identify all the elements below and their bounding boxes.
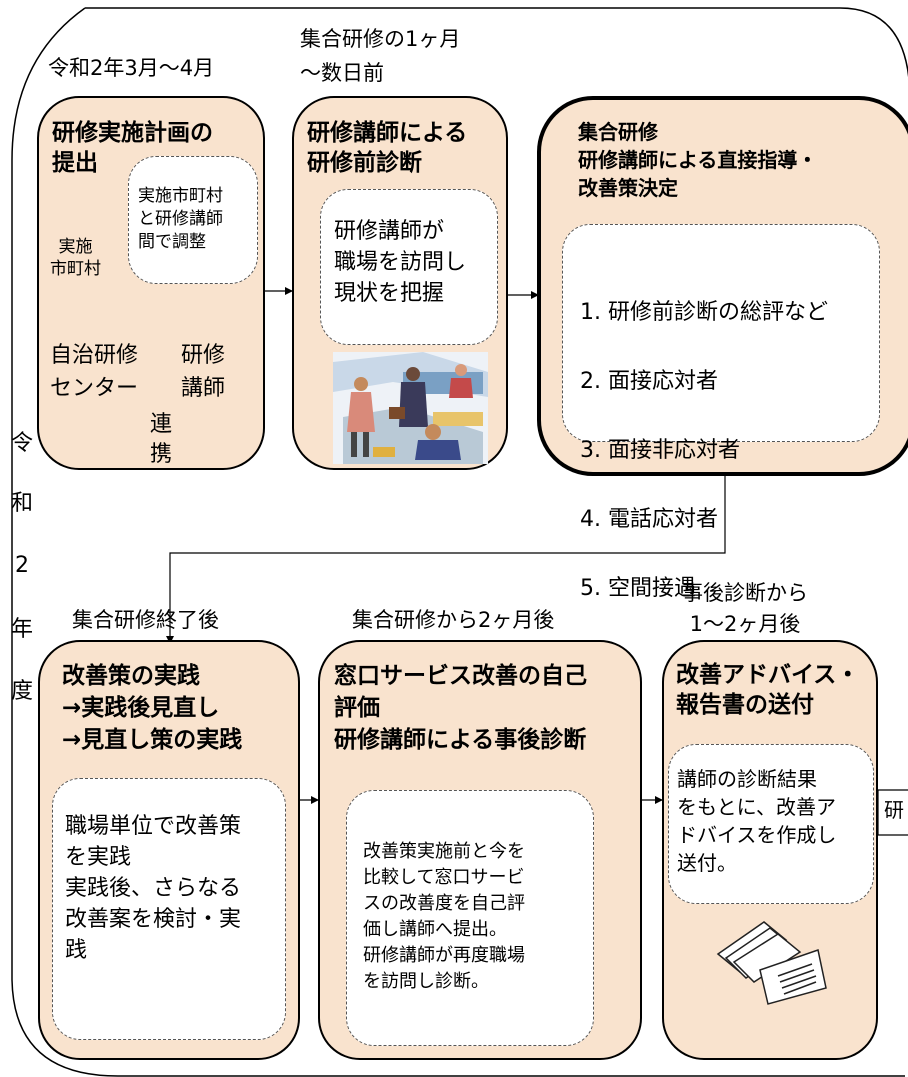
step-3-item-3: 3. 面接非応対者: [580, 438, 740, 463]
year-char-3: 2: [15, 553, 29, 578]
step-1-target-instructor: 研修 講師: [181, 343, 226, 401]
step-6-body: 講師の診断結果 をもとに、改善ア ドバイスを作成し 送付。: [668, 744, 874, 904]
step-5-body: 改善策実施前と今を 比較して窓口サービ スの改善度を自己評 価し講師へ提出。 研…: [346, 790, 594, 1046]
office-clipart-icon: [333, 352, 488, 464]
step-1-source: 実施 市町村: [50, 237, 101, 279]
edge-text: 研: [884, 798, 904, 822]
step-4-body: 職場単位で改善策 を実践 実践後、さらなる 改善案を検討・実 践: [52, 778, 286, 1040]
step-2-body: 研修講師が 職場を訪問し 現状を把握: [320, 189, 498, 345]
period-label-2: 集合研修の1ヶ月 〜数日前: [300, 27, 461, 85]
step-1-target-center: 自治研修 センター: [50, 343, 139, 401]
period-label-6: 事後診断から 1〜2ヶ月後: [682, 581, 808, 636]
year-char-2: 和: [10, 491, 33, 516]
step-3-item-2: 2. 面接応対者: [580, 369, 718, 394]
step-1-note: 実施市町村 と研修講師 間で調整: [128, 156, 258, 284]
folder-document-icon: [716, 921, 827, 1005]
step-4-title: 改善策の実践 →実践後見直し →見直し策の実践: [62, 663, 243, 753]
step-2-title: 研修講師による 研修前診断: [307, 120, 468, 176]
period-label-1: 令和2年3月〜4月: [48, 56, 215, 80]
period-label-4: 集合研修終了後: [72, 608, 219, 632]
step-3-item-5: 5. 空間接遇: [580, 576, 696, 601]
step-3-item-4: 4. 電話応対者: [580, 507, 718, 532]
step-6-title: 改善アドバイス・ 報告書の送付: [676, 662, 860, 718]
step-5-title: 窓口サービス改善の自己 評価 研修講師による事後診断: [334, 663, 587, 753]
step-3-list: 1. 研修前診断の総評など 2. 面接応対者 3. 面接非応対者 4. 電話応対…: [562, 224, 880, 601]
year-char-5: 度: [10, 679, 33, 704]
step-1-title: 研修実施計画の 提出: [52, 120, 213, 176]
period-label-5: 集合研修から2ヶ月後: [352, 608, 555, 632]
year-char-4: 年: [10, 617, 33, 642]
step-3-item-1: 1. 研修前診断の総評など: [580, 300, 828, 325]
step-3-title: 集合研修 研修講師による直接指導・ 改善策決定: [578, 120, 818, 200]
year-char-1: 令: [10, 431, 33, 456]
step-1-link-text: 連 携: [150, 412, 173, 467]
